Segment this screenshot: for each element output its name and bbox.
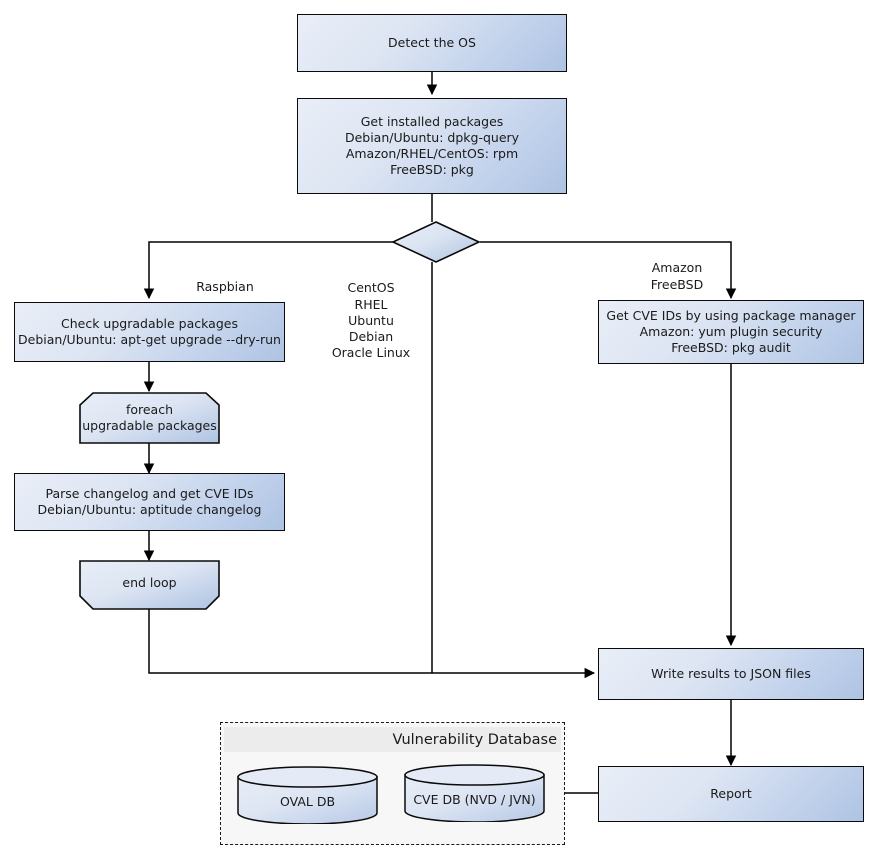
edge-label-raspbian: Raspbian: [155, 263, 295, 296]
loop-end-shape: [79, 560, 220, 610]
node-foreach-loop[interactable]: [79, 392, 220, 444]
node-get-cve-ids-label: Get CVE IDs by using package manager Ama…: [606, 308, 856, 355]
edge-label-amazon-freebsd: Amazon FreeBSD: [630, 244, 724, 293]
edge-label-amazon-freebsd-text: Amazon FreeBSD: [650, 260, 704, 292]
decision-diamond-shape: [391, 221, 481, 263]
node-get-cve-ids[interactable]: Get CVE IDs by using package manager Ama…: [598, 300, 864, 364]
node-get-installed-packages[interactable]: Get installed packages Debian/Ubuntu: dp…: [297, 98, 567, 194]
node-check-upgradable-label: Check upgradable packages Debian/Ubuntu:…: [18, 316, 281, 347]
node-check-upgradable[interactable]: Check upgradable packages Debian/Ubuntu:…: [14, 302, 285, 362]
edge-label-center-distros: CentOS RHEL Ubuntu Debian Oracle Linux: [316, 264, 426, 362]
vulnerability-database-title: Vulnerability Database: [392, 731, 557, 748]
edge-endloop-to-write: [148, 609, 596, 679]
edge-label-center-distros-text: CentOS RHEL Ubuntu Debian Oracle Linux: [331, 280, 411, 361]
node-end-loop[interactable]: [79, 560, 220, 610]
node-report[interactable]: Report: [598, 766, 864, 822]
node-os-decision[interactable]: [391, 220, 481, 264]
edge-label-raspbian-text: Raspbian: [196, 279, 254, 295]
node-detect-os[interactable]: Detect the OS: [297, 14, 567, 72]
node-detect-os-label: Detect the OS: [388, 35, 476, 50]
node-write-results[interactable]: Write results to JSON files: [598, 648, 864, 700]
node-write-results-label: Write results to JSON files: [651, 666, 811, 681]
node-report-label: Report: [710, 786, 752, 801]
db-oval[interactable]: [236, 766, 379, 825]
node-parse-changelog-label: Parse changelog and get CVE IDs Debian/U…: [37, 486, 262, 517]
database-cylinder-icon: [237, 766, 378, 825]
node-get-installed-packages-label: Get installed packages Debian/Ubuntu: dp…: [344, 114, 520, 177]
database-cylinder-icon: [404, 764, 545, 823]
loop-start-shape: [79, 392, 220, 444]
node-parse-changelog[interactable]: Parse changelog and get CVE IDs Debian/U…: [14, 473, 285, 531]
db-cve[interactable]: [403, 764, 546, 823]
vulnerability-database-header: Vulnerability Database: [224, 727, 561, 752]
